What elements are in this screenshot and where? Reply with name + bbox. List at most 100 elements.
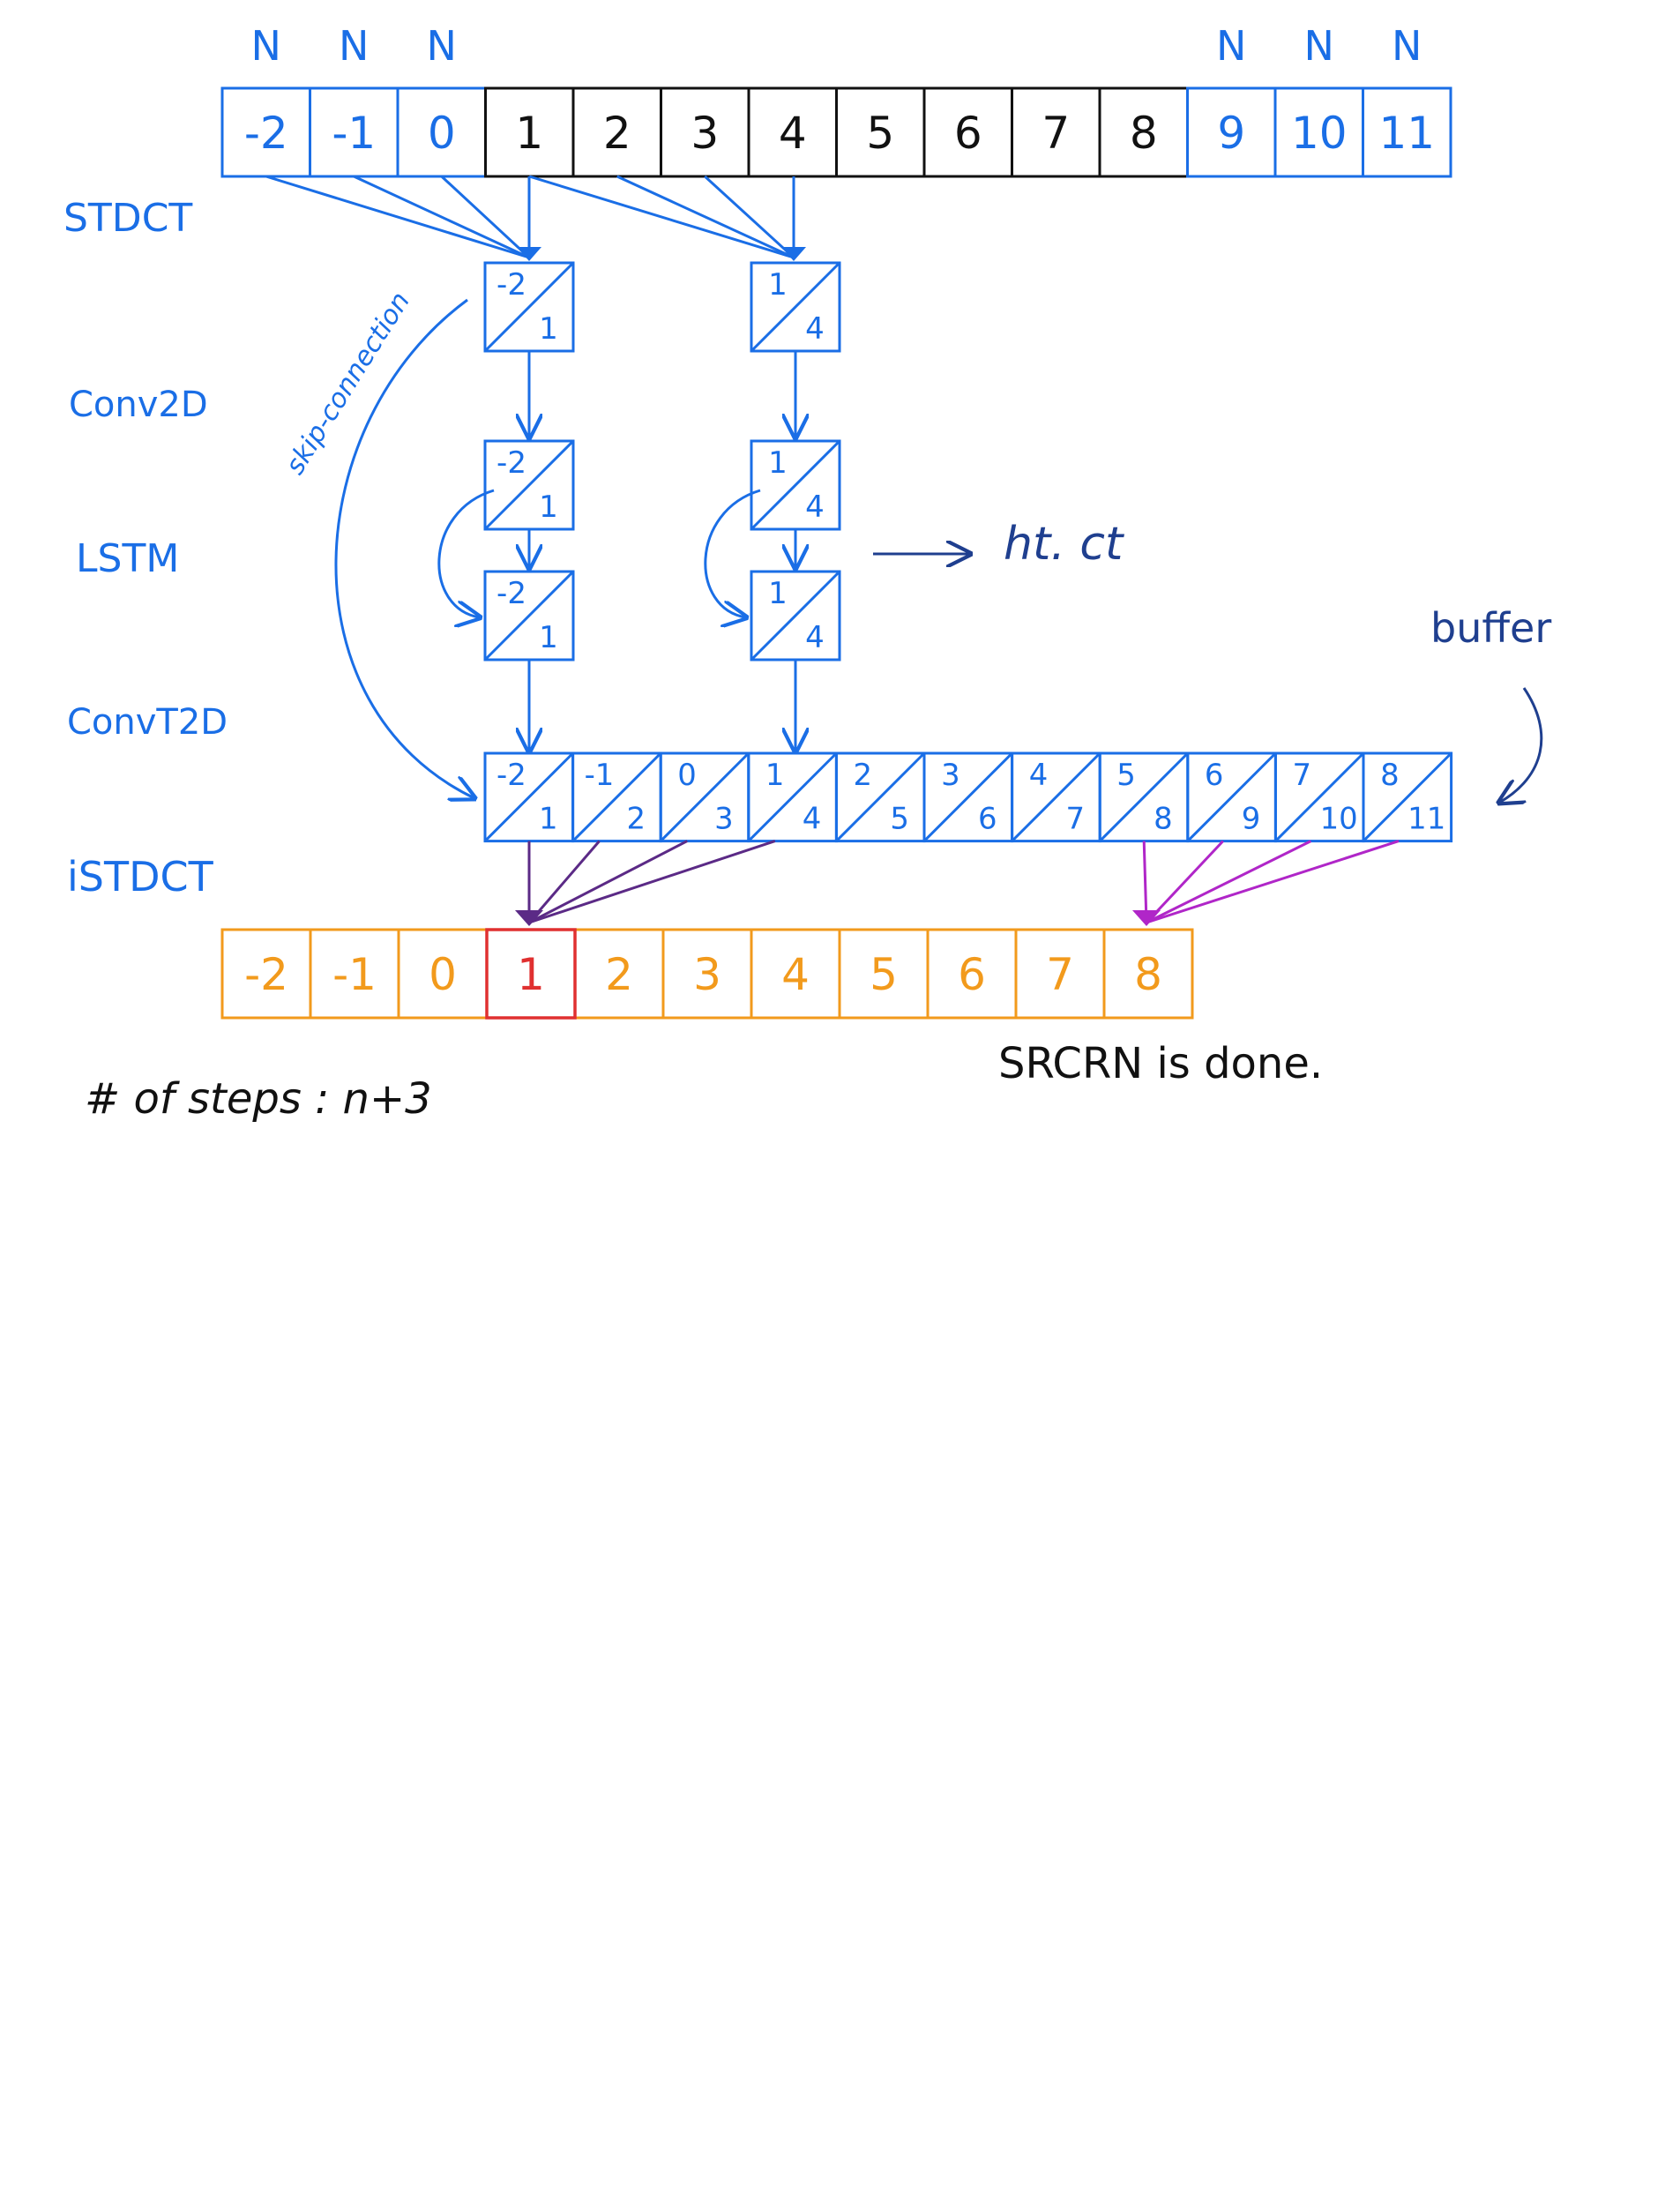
block-diagonal xyxy=(747,751,838,842)
output-cell-label: -1 xyxy=(332,949,377,1000)
block-bottom-label: 11 xyxy=(1407,802,1445,836)
block-diagonal xyxy=(1011,751,1101,842)
block-diagonal xyxy=(1362,751,1452,842)
block-top-label: 2 xyxy=(854,758,873,792)
output-cell-label: 2 xyxy=(605,949,633,1000)
output-cell-label: 6 xyxy=(958,949,986,1000)
block-bottom-label: 4 xyxy=(805,490,825,525)
istdct-line xyxy=(1142,841,1148,923)
lstm-recurrent-loop xyxy=(704,489,761,617)
buffer-block: -21 xyxy=(483,751,575,843)
buffer-block: 14 xyxy=(747,751,838,843)
output-cell-label: 1 xyxy=(517,949,545,1000)
block-diagonal xyxy=(483,751,574,842)
block-bottom-label: 1 xyxy=(539,802,558,836)
input-cell-label: 9 xyxy=(1217,108,1245,159)
stdct-block: -21 xyxy=(483,261,575,353)
steps-note: # of steps : n+3 xyxy=(85,1074,432,1124)
stdct-arrow-head xyxy=(517,247,541,261)
block-diagonal xyxy=(1274,751,1365,842)
stdct-arrow-head xyxy=(781,247,806,261)
block-top-label: 6 xyxy=(1205,758,1224,792)
istdct-lines xyxy=(515,840,1400,926)
block-top-label: -2 xyxy=(497,445,526,481)
stdct-arrow xyxy=(440,175,531,259)
buffer-block: 69 xyxy=(1186,751,1277,843)
stdct-arrows xyxy=(265,175,806,261)
block-diagonal xyxy=(750,261,841,353)
block-top-label: 1 xyxy=(768,576,788,611)
block-bottom-label: 1 xyxy=(539,311,558,347)
input-cell-label: 4 xyxy=(779,108,807,159)
istdct-line xyxy=(527,840,601,923)
istdct-arrow-head xyxy=(1132,910,1161,926)
block-top-label: 1 xyxy=(765,758,785,792)
stdct-arrow xyxy=(353,175,530,259)
block-bottom-label: 1 xyxy=(539,490,558,525)
block-diagonal xyxy=(1186,751,1277,842)
buffer-block: 47 xyxy=(1011,751,1101,843)
input-cell-label: 1 xyxy=(515,108,543,159)
stdct-arrow xyxy=(616,175,795,259)
output-cell-label: -2 xyxy=(244,949,288,1000)
block-diagonal xyxy=(483,570,575,662)
conv2d-block: -2 1 xyxy=(483,439,575,531)
block-top-label: -2 xyxy=(497,576,526,611)
block-bottom-label: 7 xyxy=(1066,802,1086,836)
block-diagonal xyxy=(922,751,1013,842)
output-cell-label: 5 xyxy=(870,949,898,1000)
block-diagonal xyxy=(750,570,841,662)
padding-mark-n: N xyxy=(339,22,369,70)
lstm-block: 14 xyxy=(750,570,841,662)
stdct-arrow xyxy=(528,175,795,259)
done-note: SRCRN is done. xyxy=(998,1039,1323,1088)
input-cell xyxy=(1362,86,1452,178)
output-cell-label: 0 xyxy=(429,949,457,1000)
state-output-label: ht. ct xyxy=(1004,518,1124,571)
input-cell-label: 5 xyxy=(866,108,894,159)
block-top-label: -1 xyxy=(585,758,615,792)
block-diagonal xyxy=(571,751,662,842)
input-cell-label: -2 xyxy=(244,108,288,159)
stdct-arrow xyxy=(704,175,795,259)
istdct-line xyxy=(1146,840,1400,924)
block-bottom-label: 9 xyxy=(1242,802,1261,836)
block-diagonal xyxy=(660,751,750,842)
lstm-block: -21 xyxy=(483,570,575,662)
buffer-block: 811 xyxy=(1362,751,1453,843)
block-top-label: 1 xyxy=(768,445,788,481)
block-top-label: 5 xyxy=(1116,758,1136,792)
block-frame xyxy=(1362,751,1453,843)
conv2d-block: 14 xyxy=(750,439,841,531)
input-cell-label: -1 xyxy=(332,108,376,159)
input-cell-label: 6 xyxy=(954,108,982,159)
input-cell-label: 7 xyxy=(1042,108,1070,159)
block-top-label: 0 xyxy=(677,758,697,792)
output-cell-label: 8 xyxy=(1134,949,1162,1000)
output-cell-label: 3 xyxy=(693,949,721,1000)
istdct-line xyxy=(528,840,688,924)
output-cell-label: 4 xyxy=(781,949,810,1000)
buffer-block: -12 xyxy=(571,751,662,843)
block-diagonal xyxy=(750,439,841,531)
buffer-arrow xyxy=(1499,687,1543,803)
stdct-arrow xyxy=(265,175,530,259)
block-bottom-label: 5 xyxy=(890,802,909,836)
block-diagonal xyxy=(483,261,575,353)
block-bottom-label: 6 xyxy=(978,802,997,836)
padding-mark-n: N xyxy=(1392,22,1422,70)
istdct-arrow-head xyxy=(515,910,543,926)
stage-label-stdct: STDCT xyxy=(63,196,192,241)
input-cell-label: 11 xyxy=(1378,108,1435,159)
input-cell-label: 2 xyxy=(603,108,631,159)
skip-connection-label: skip-connection xyxy=(280,287,416,480)
padding-mark-n: N xyxy=(1216,22,1246,70)
block-bottom-label: 3 xyxy=(714,802,734,836)
buffer-label: buffer xyxy=(1430,604,1551,652)
istdct-line xyxy=(1145,840,1224,924)
stdct-block: 14 xyxy=(750,261,841,353)
block-diagonal xyxy=(1099,751,1189,842)
